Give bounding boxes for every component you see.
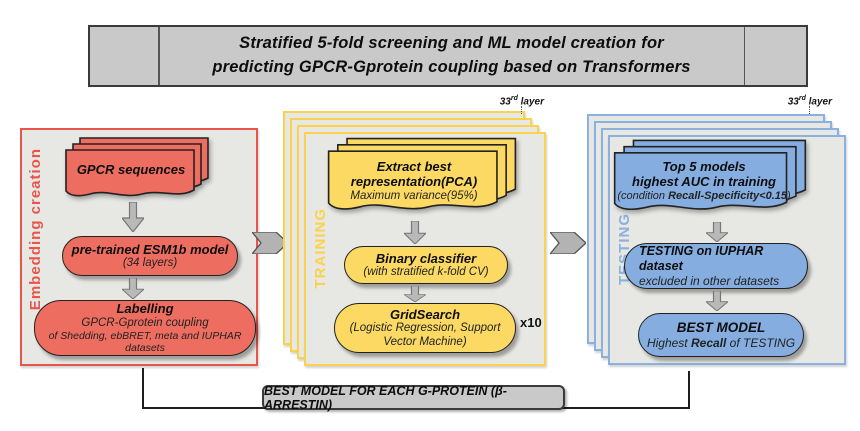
down-arrow-icon xyxy=(706,222,728,242)
extract-representation-doc: Extract best representation(PCA) Maximum… xyxy=(330,152,498,210)
labelling-node: Labelling GPCR-Gprotein coupling of Shed… xyxy=(34,300,256,356)
gpcr-sequences-doc: GPCR sequences xyxy=(68,150,194,190)
banner-divider-left xyxy=(158,27,160,85)
best-model-footer-box: BEST MODEL FOR EACH G-PROTEIN (β-ARRESTI… xyxy=(262,383,565,412)
down-arrow-icon xyxy=(122,202,144,232)
labelling-title: Labelling xyxy=(116,301,174,317)
diagram-title-line2: predicting GPCR-Gprotein coupling based … xyxy=(212,58,691,76)
gpcr-sequences-label: GPCR sequences xyxy=(76,162,186,178)
gridsearch-node: GridSearch (Logistic Regression, Support… xyxy=(334,303,516,353)
top5-line1: Top 5 models xyxy=(662,158,746,174)
top5-line2: highest AUC in training xyxy=(632,174,776,190)
top5-models-doc: Top 5 models highest AUC in training (co… xyxy=(616,153,792,209)
testing-layer-note: 33rd layer xyxy=(752,95,832,107)
top5-models-document-stack xyxy=(612,138,808,222)
embedding-panel-label: Embedding creation xyxy=(27,148,44,311)
title-banner: Stratified 5-fold screening and ML model… xyxy=(88,25,808,87)
layer-word: layer xyxy=(805,96,832,108)
testing-layer-tick xyxy=(809,106,810,114)
classifier-title: Binary classifier xyxy=(375,250,477,266)
right-chevron-arrow-icon xyxy=(252,232,288,254)
down-arrow-icon xyxy=(404,286,426,302)
top5-line3: (condition Recall-Specificity<0.15) xyxy=(617,190,790,203)
right-chevron-arrow-icon xyxy=(550,232,586,254)
training-layer-note: 33rd layer xyxy=(464,95,544,107)
labelling-line2: GPCR-Gprotein coupling xyxy=(81,316,209,329)
classifier-subtitle: (with stratified k-fold CV) xyxy=(363,265,489,278)
layer-ordinal: rd xyxy=(798,95,806,102)
extract-line2: representation(PCA) xyxy=(350,174,478,190)
diagram-title-line1: Stratified 5-fold screening and ML model… xyxy=(239,34,664,53)
gridsearch-subtitle: (Logistic Regression, Support Vector Mac… xyxy=(349,322,501,348)
condition-suffix: ) xyxy=(787,190,791,202)
down-arrow-icon xyxy=(706,291,728,311)
labelling-line3: of Shedding, ebBRET, meta and IUPHAR dat… xyxy=(48,330,242,355)
iuphar-title: TESTING on IUPHAR dataset xyxy=(639,244,764,273)
condition-prefix: (condition xyxy=(617,190,669,202)
gridsearch-title: GridSearch xyxy=(389,306,461,322)
best-model-subtitle: Highest Recall of TESTING xyxy=(647,336,795,350)
gpcr-sequences-document-stack xyxy=(64,136,212,206)
best-sub-strong: Recall xyxy=(690,335,727,350)
best-sub-prefix: Highest xyxy=(646,335,691,350)
down-arrow-icon xyxy=(404,221,426,244)
layer-ordinal: rd xyxy=(510,95,518,102)
footer-label: BEST MODEL FOR EACH G-PROTEIN (β-ARRESTI… xyxy=(264,383,507,412)
layer-word: layer xyxy=(517,96,544,108)
bracket-left-line xyxy=(142,368,144,409)
repeat-x10-label: x10 xyxy=(520,315,542,330)
iuphar-subtitle: excluded in other datasets xyxy=(639,273,780,288)
down-arrow-icon xyxy=(122,278,144,299)
extract-representation-document-stack xyxy=(326,136,518,222)
diagram-title: Stratified 5-fold screening and ML model… xyxy=(160,27,743,85)
extract-line3: Maximum variance(95%) xyxy=(350,189,478,202)
training-layer-tick xyxy=(521,106,522,114)
condition-strong: Recall-Specificity<0.15 xyxy=(668,190,788,202)
esm1b-subtitle: (34 layers) xyxy=(122,256,178,269)
best-model-node: BEST MODEL Highest Recall of TESTING xyxy=(638,313,804,357)
bracket-right-line xyxy=(688,371,690,409)
esm1b-title: pre-trained ESM1b model xyxy=(71,241,229,257)
layer-number: 33 xyxy=(499,96,511,108)
esm1b-model-node: pre-trained ESM1b model (34 layers) xyxy=(62,236,238,276)
iuphar-testing-node: TESTING on IUPHAR dataset excluded in ot… xyxy=(624,243,808,289)
layer-number: 33 xyxy=(787,96,799,108)
best-sub-suffix: of TESTING xyxy=(726,335,796,350)
binary-classifier-node: Binary classifier (with stratified k-fol… xyxy=(344,246,508,284)
best-model-title: BEST MODEL xyxy=(676,319,766,335)
extract-line1: Extract best xyxy=(376,158,452,174)
banner-divider-right xyxy=(743,27,745,85)
